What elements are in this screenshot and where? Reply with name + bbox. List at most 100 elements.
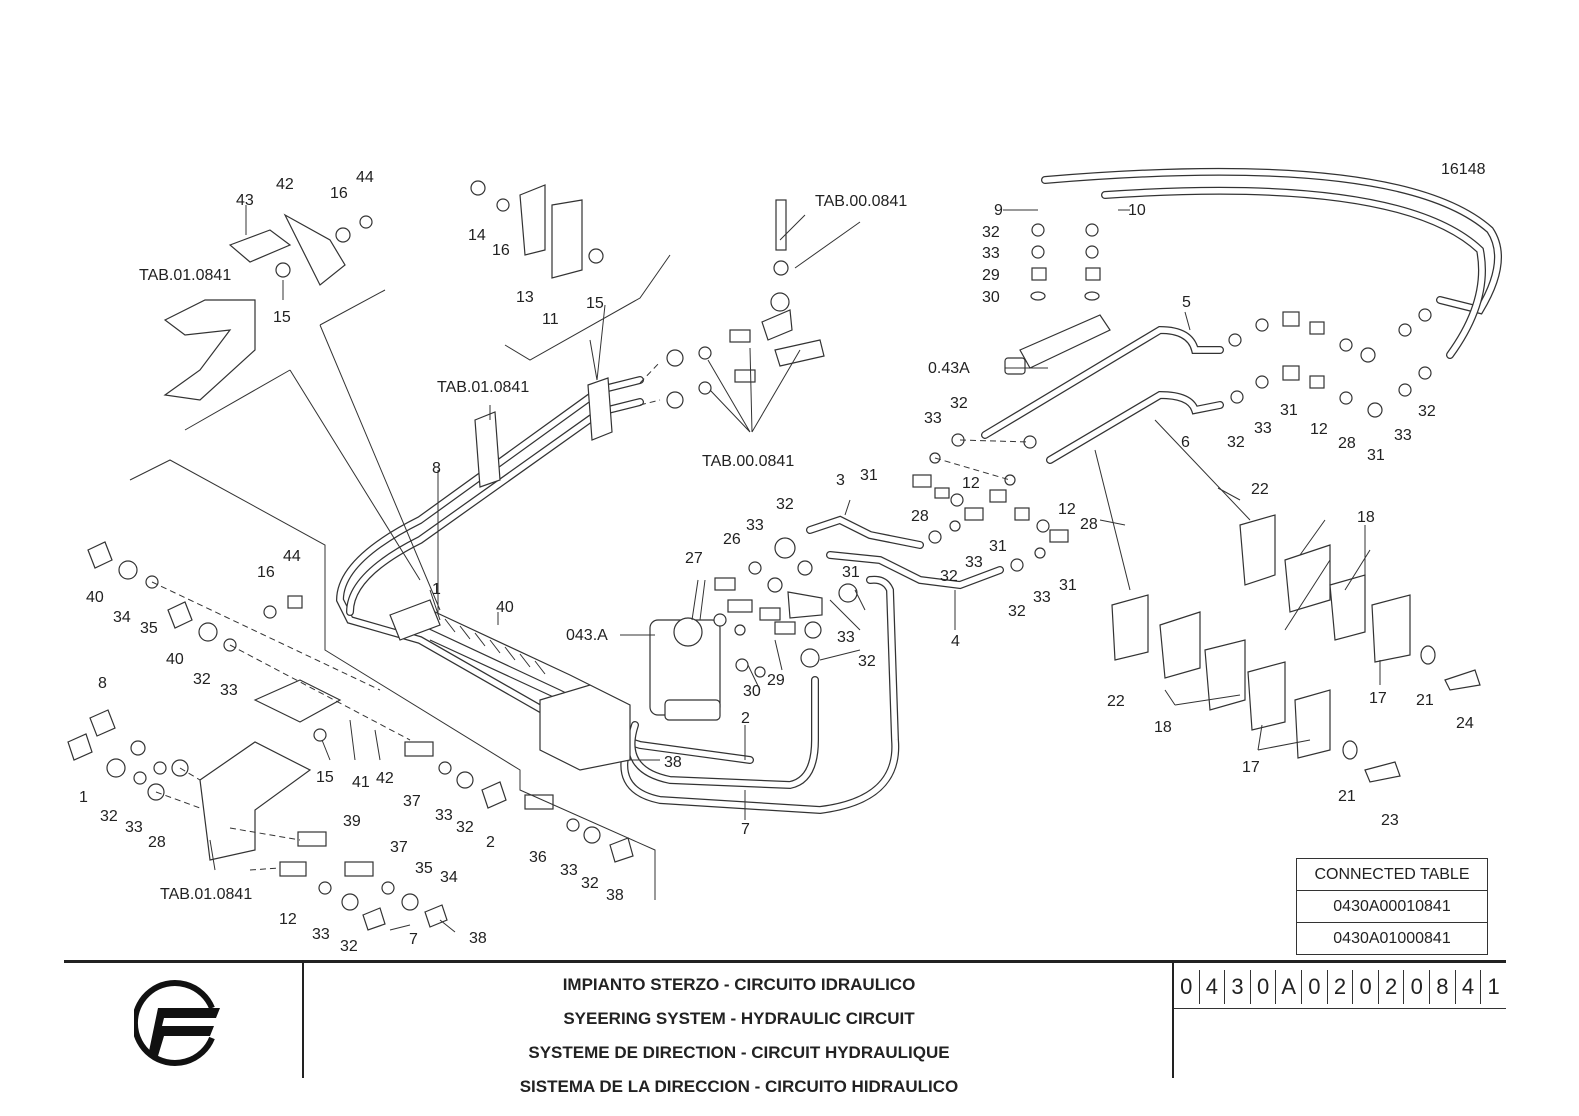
title-french: SYSTEME DE DIRECTION - CIRCUIT HYDRAULIQ… (528, 1043, 950, 1062)
callout: 28 (911, 508, 929, 525)
callout: 17 (1242, 759, 1260, 776)
callout: 11 (542, 311, 559, 328)
steering-valve (649, 617, 721, 721)
callout: 32 (950, 395, 968, 412)
callout: 1 (79, 789, 88, 806)
connected-table-header: CONNECTED TABLE (1297, 859, 1487, 891)
callout: 32 (1418, 403, 1436, 420)
callout: 18 (1154, 719, 1172, 736)
callout: 32 (340, 938, 358, 955)
code-char: 4 (1456, 970, 1482, 1004)
callout: 29 (982, 267, 1000, 284)
callout: 33 (924, 410, 942, 427)
callout: 7 (409, 931, 418, 948)
assembly-lines (151, 361, 1031, 871)
code-char: 1 (1487, 974, 1500, 999)
callout: TAB.00.0841 (815, 193, 907, 210)
code-underline (1174, 1008, 1506, 1009)
callout: 33 (125, 819, 143, 836)
callout: 32 (581, 875, 599, 892)
cylinder-0-43a (1004, 314, 1111, 375)
callout: 33 (1394, 427, 1412, 444)
code-char: 0 (1174, 970, 1200, 1004)
callout: 44 (356, 169, 374, 186)
company-logo (134, 980, 220, 1066)
callout: 22 (1107, 693, 1125, 710)
callout: 43 (236, 192, 254, 209)
code-char: 4 (1200, 970, 1226, 1004)
callout: 33 (1254, 420, 1272, 437)
callout: 12 (1310, 421, 1328, 438)
code-char: 0 (1251, 970, 1277, 1004)
callout: 38 (469, 930, 487, 947)
callout: 37 (390, 839, 408, 856)
callout: 33 (560, 862, 578, 879)
callout: 15 (316, 769, 334, 786)
callout: 30 (743, 683, 761, 700)
callout: 12 (279, 911, 297, 928)
callout: 28 (1080, 516, 1098, 533)
callout: 33 (312, 926, 330, 943)
callout: 16 (330, 185, 348, 202)
code-char: 2 (1379, 970, 1405, 1004)
callout: 21 (1338, 788, 1356, 805)
callout: 33 (1033, 589, 1051, 606)
callout: 3 (836, 472, 845, 489)
callout: 28 (1338, 435, 1356, 452)
callout: 32 (858, 653, 876, 670)
callout: 28 (148, 834, 166, 851)
callout: 29 (767, 672, 785, 689)
exploded-parts-diagram: 16148 43 42 16 44 TAB.01.0841 15 14 16 1… (67, 161, 1502, 955)
callout: 33 (746, 517, 764, 534)
title-block-border (64, 960, 1506, 963)
callout: 9 (994, 202, 1003, 219)
code-char: 0 (1404, 970, 1431, 1004)
callout: 42 (376, 770, 394, 787)
callout: 2 (486, 834, 495, 851)
code-char: 2 (1328, 970, 1354, 1004)
callout: 32 (1227, 434, 1245, 451)
callout: 26 (723, 531, 741, 548)
hose-assemblies (335, 167, 1502, 815)
title-lines: IMPIANTO STERZO - CIRCUITO IDRAULICO SYE… (309, 968, 1169, 1104)
callout: 16 (492, 242, 510, 259)
callout: 043.A (566, 627, 608, 644)
code-char: 3 (1225, 970, 1251, 1004)
callout: 12 (1058, 501, 1076, 518)
callout: 31 (1280, 402, 1298, 419)
callout: 32 (776, 496, 794, 513)
callout: 38 (664, 754, 682, 771)
callout: TAB.01.0841 (139, 267, 231, 284)
callout: 18 (1357, 509, 1375, 526)
callout: 8 (98, 675, 107, 692)
callout: 31 (1059, 577, 1077, 594)
code-char: 0 (1353, 970, 1379, 1004)
callout: 34 (440, 869, 458, 886)
callout: TAB.01.0841 (160, 886, 252, 903)
callout: 31 (860, 467, 878, 484)
callout: 21 (1416, 692, 1434, 709)
callout: 31 (1367, 447, 1385, 464)
callout: 7 (741, 821, 750, 838)
callout: 17 (1369, 690, 1387, 707)
callout: 39 (343, 813, 361, 830)
connected-table: CONNECTED TABLE 0430A00010841 0430A01000… (1296, 858, 1488, 955)
callout: 15 (586, 295, 604, 312)
callout: 42 (276, 176, 294, 193)
callout: 24 (1456, 715, 1474, 732)
title-english: SYEERING SYSTEM - HYDRAULIC CIRCUIT (563, 1009, 915, 1028)
code-char: 0 (1302, 970, 1328, 1004)
callout: 27 (685, 550, 703, 567)
callout: 23 (1381, 812, 1399, 829)
callout: 31 (989, 538, 1007, 555)
callout: 32 (982, 224, 1000, 241)
callout: 0.43A (928, 360, 970, 377)
callout: 30 (982, 289, 1000, 306)
callout: 40 (496, 599, 514, 616)
callout: 40 (86, 589, 104, 606)
callout: 36 (529, 849, 547, 866)
callout: 33 (220, 682, 238, 699)
code-char: A (1276, 970, 1303, 1004)
title-block-divider (302, 960, 304, 1078)
callout: 14 (468, 227, 486, 244)
